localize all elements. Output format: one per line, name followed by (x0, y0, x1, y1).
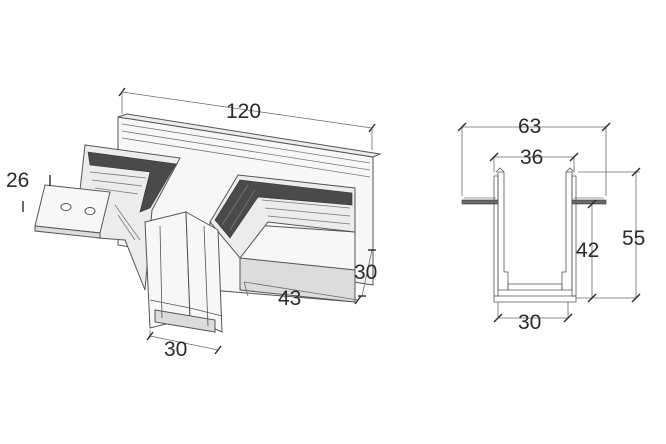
dim-label-63: 63 (518, 115, 541, 138)
left-corner-cap (79, 144, 181, 291)
dim-label-120: 120 (226, 100, 261, 123)
dim-label-30-height: 30 (354, 261, 377, 284)
dimension-43: 43 (243, 281, 362, 310)
dimension-30-height: 30 (354, 249, 377, 297)
dimension-26: 26 (6, 169, 51, 212)
dim-label-30-width: 30 (164, 338, 187, 361)
cross-section: 63 36 42 55 (457, 115, 645, 334)
dimension-42: 42 (576, 199, 636, 303)
front-channel (144, 211, 223, 333)
dimension-120: 120 (118, 87, 376, 150)
section-profile (461, 167, 607, 303)
connector-plate (34, 184, 111, 239)
dim-label-42: 42 (576, 239, 599, 262)
dim-label-43: 43 (278, 287, 301, 310)
dimension-55: 55 (578, 167, 645, 303)
dimension-30-section: 30 (493, 302, 573, 334)
dimension-30-width: 30 (146, 330, 222, 361)
dim-label-55: 55 (622, 227, 645, 250)
plate-hole-right (84, 207, 96, 215)
isometric-t-connector: 120 26 30 43 30 (6, 87, 382, 361)
dimension-63: 63 (457, 115, 611, 196)
right-corner-cap (209, 174, 356, 259)
dim-label-30-section: 30 (518, 311, 541, 334)
dim-label-26: 26 (6, 169, 29, 192)
dimension-36: 36 (489, 146, 579, 172)
plate-hole-left (60, 203, 72, 211)
dim-label-36: 36 (520, 146, 543, 169)
